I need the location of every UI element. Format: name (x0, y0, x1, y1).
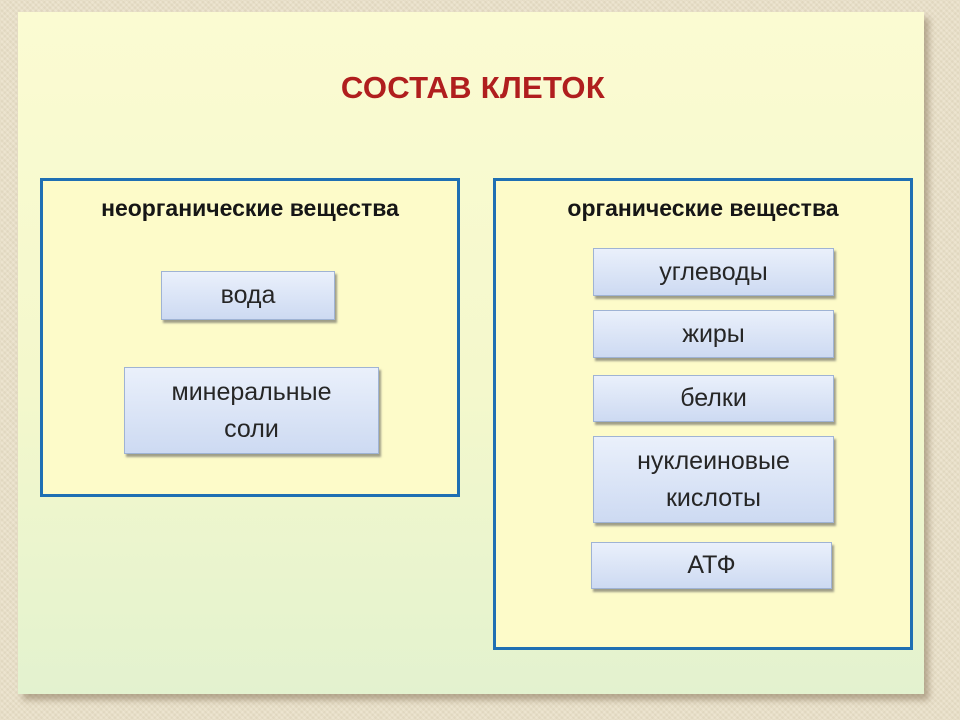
organic-group-title: органические вещества (567, 195, 839, 221)
slide-title: СОСТАВ КЛЕТОК (340, 70, 606, 105)
item-proteins: белки (593, 375, 834, 422)
item-fats: жиры (593, 310, 834, 358)
item-atp: АТФ (591, 542, 832, 589)
inorganic-substances-group: неорганические вещества (40, 178, 460, 497)
inorganic-group-title: неорганические вещества (101, 195, 399, 221)
item-mineral-salts: минеральные соли (124, 367, 379, 454)
item-carbohydrates: углеводы (593, 248, 834, 296)
item-water: вода (161, 271, 335, 320)
item-nucleic-acids: нуклеиновые кислоты (593, 436, 834, 523)
